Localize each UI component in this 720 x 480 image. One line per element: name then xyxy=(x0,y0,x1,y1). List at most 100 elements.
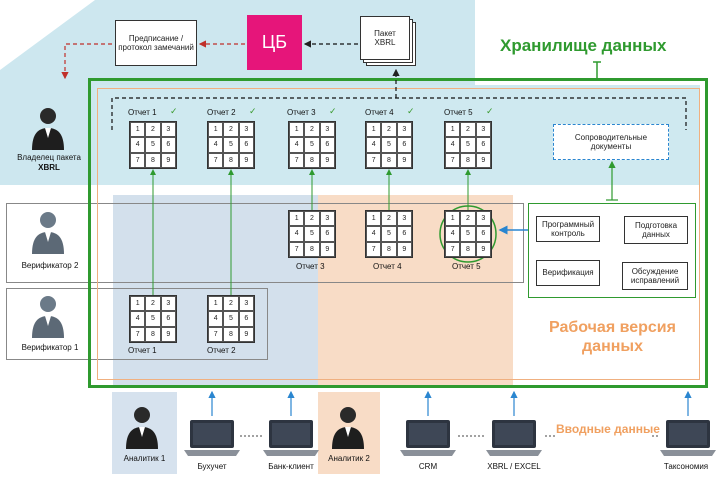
grid-cell: 2 xyxy=(460,211,476,227)
grid-cell: 2 xyxy=(145,296,161,312)
grid-cell: 3 xyxy=(396,211,412,227)
grid-cell: 2 xyxy=(223,296,239,312)
grid-cell: 2 xyxy=(381,122,397,138)
xbrl-package-label: Пакет XBRL xyxy=(374,28,396,47)
grid-cell: 4 xyxy=(445,137,461,153)
check-icon: ✓ xyxy=(407,106,415,116)
storage-report-1-label: Отчет 1 xyxy=(128,108,157,117)
grid-cell: 6 xyxy=(319,137,335,153)
grid-cell: 7 xyxy=(366,241,382,257)
grid-cell: 9 xyxy=(319,152,335,168)
grid-cell: 4 xyxy=(289,226,305,242)
grid-cell: 6 xyxy=(396,137,412,153)
program-control-box: Программный контроль xyxy=(536,216,600,242)
grid-cell: 2 xyxy=(304,211,320,227)
grid-cell: 8 xyxy=(381,241,397,257)
grid-cell: 1 xyxy=(366,122,382,138)
grid-cell: 7 xyxy=(445,152,461,168)
grid-cell: 3 xyxy=(319,122,335,138)
storage-frame xyxy=(88,78,708,388)
prescription-box: Предписание / протокол замечаний xyxy=(115,20,197,66)
verifier1-report-1-label: Отчет 1 xyxy=(128,346,157,355)
verifier-blue-zone xyxy=(113,195,318,385)
grid-cell: 6 xyxy=(238,311,254,327)
grid-cell: 9 xyxy=(160,326,176,342)
verifier2-row xyxy=(6,203,524,283)
grid-cell: 8 xyxy=(304,152,320,168)
grid-cell: 5 xyxy=(381,137,397,153)
grid-cell: 5 xyxy=(145,137,161,153)
grid-cell: 3 xyxy=(475,122,491,138)
discussion-box: Обсуждение исправлений xyxy=(622,262,688,290)
verifier2-label: Верификатор 2 xyxy=(21,261,79,270)
grid-cell: 2 xyxy=(381,211,397,227)
grid-cell: 3 xyxy=(160,122,176,138)
grid-cell: 6 xyxy=(238,137,254,153)
storage-report-3-label: Отчет 3 xyxy=(287,108,316,117)
source-label-accounting: Бухучет xyxy=(197,462,227,471)
laptop-icon xyxy=(660,420,716,456)
laptop-icon xyxy=(486,420,542,456)
grid-cell: 7 xyxy=(130,152,146,168)
grid-cell: 6 xyxy=(319,226,335,242)
source-label-xbrl-excel: XBRL / EXCEL xyxy=(487,462,541,471)
grid-cell: 1 xyxy=(445,211,461,227)
grid-cell: 8 xyxy=(223,326,239,342)
grid-cell: 7 xyxy=(208,326,224,342)
grid-cell: 7 xyxy=(289,241,305,257)
grid-cell: 7 xyxy=(289,152,305,168)
check-icon: ✓ xyxy=(329,106,337,116)
grid-cell: 1 xyxy=(366,211,382,227)
grid-cell: 3 xyxy=(396,122,412,138)
grid-cell: 5 xyxy=(304,226,320,242)
data-prep-box: Подготовка данных xyxy=(624,216,688,244)
analyst1-person-icon xyxy=(126,407,158,449)
grid-cell: 1 xyxy=(289,122,305,138)
grid-cell: 8 xyxy=(304,241,320,257)
grid-cell: 4 xyxy=(445,226,461,242)
grid-cell: 1 xyxy=(208,122,224,138)
grid-cell: 6 xyxy=(160,137,176,153)
grid-cell: 4 xyxy=(289,137,305,153)
grid-cell: 1 xyxy=(208,296,224,312)
verifier2-report-5-label: Отчет 5 xyxy=(452,262,481,271)
cb-box: ЦБ xyxy=(247,15,302,70)
check-icon: ✓ xyxy=(249,106,257,116)
grid-cell: 8 xyxy=(145,152,161,168)
grid-cell: 4 xyxy=(366,137,382,153)
grid-cell: 5 xyxy=(223,137,239,153)
grid-cell: 2 xyxy=(145,122,161,138)
grid-cell: 2 xyxy=(460,122,476,138)
storage-report-5-label: Отчет 5 xyxy=(444,108,473,117)
grid-cell: 7 xyxy=(366,152,382,168)
storage-title: Хранилище данных xyxy=(500,36,667,55)
grid-cell: 9 xyxy=(396,241,412,257)
grid-cell: 9 xyxy=(475,152,491,168)
grid-cell: 3 xyxy=(238,122,254,138)
grid-cell: 4 xyxy=(130,137,146,153)
grid-cell: 5 xyxy=(460,137,476,153)
grid-cell: 9 xyxy=(396,152,412,168)
grid-cell: 3 xyxy=(160,296,176,312)
grid-cell: 7 xyxy=(208,152,224,168)
verifier2-report-4-label: Отчет 4 xyxy=(373,262,402,271)
laptop-icon xyxy=(400,420,456,456)
xbrl-package-box: Пакет XBRL xyxy=(360,16,410,60)
grid-cell: 6 xyxy=(475,137,491,153)
grid-cell: 9 xyxy=(319,241,335,257)
grid-cell: 1 xyxy=(445,122,461,138)
source-label-crm: CRM xyxy=(418,462,438,471)
grid-cell: 2 xyxy=(223,122,239,138)
storage-report-2-label: Отчет 2 xyxy=(207,108,236,117)
check-icon: ✓ xyxy=(486,106,494,116)
source-label-bank-client: Банк-клиент xyxy=(268,462,314,471)
laptop-icon xyxy=(184,420,240,456)
